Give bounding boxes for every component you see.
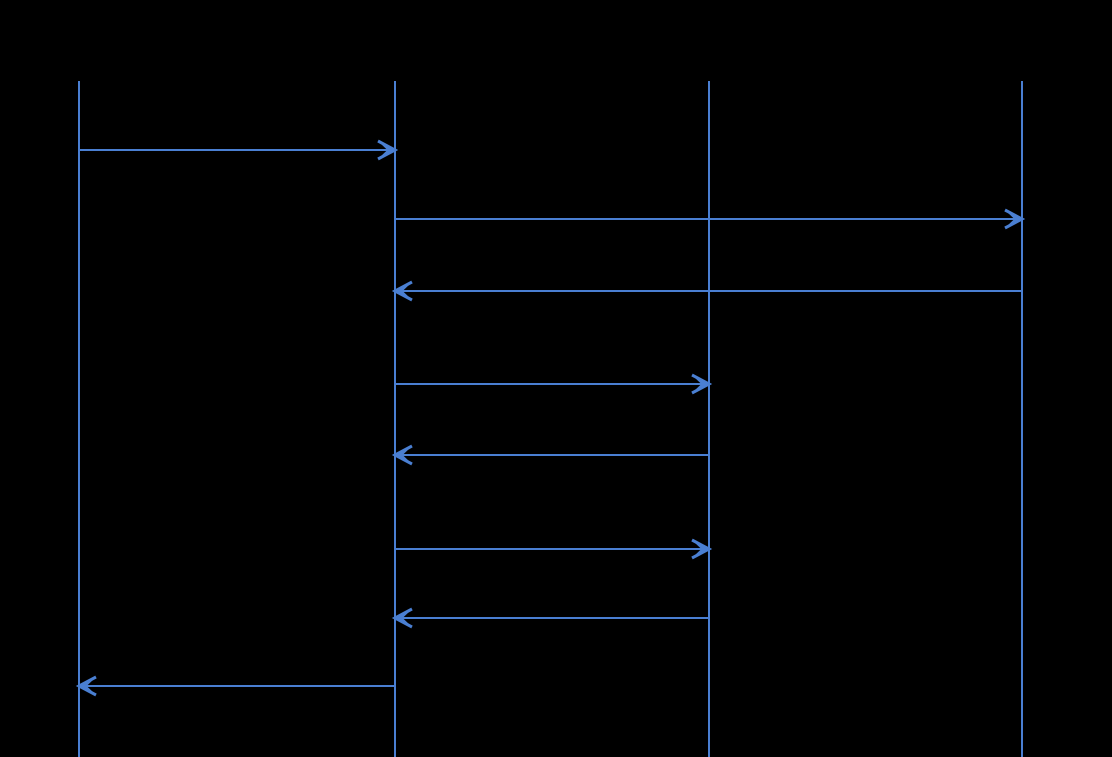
- message-6: [395, 538, 713, 560]
- arrowhead-fill-3: [395, 284, 410, 298]
- message-8: [75, 675, 395, 697]
- lifelines-group: [78, 81, 1023, 757]
- arrowhead-fill-4: [694, 377, 709, 391]
- message-2: [395, 208, 1026, 230]
- message-1: [79, 139, 399, 161]
- message-5: [391, 444, 709, 466]
- message-3: [391, 280, 1022, 302]
- arrowhead-fill-8: [79, 679, 94, 693]
- message-7: [391, 607, 709, 629]
- arrowhead-fill-5: [395, 448, 410, 462]
- arrowhead-fill-1: [380, 143, 395, 157]
- messages-group: [75, 139, 1026, 697]
- message-4: [395, 373, 713, 395]
- arrowhead-fill-6: [694, 542, 709, 556]
- arrowhead-fill-2: [1007, 212, 1022, 226]
- arrowhead-fill-7: [395, 611, 410, 625]
